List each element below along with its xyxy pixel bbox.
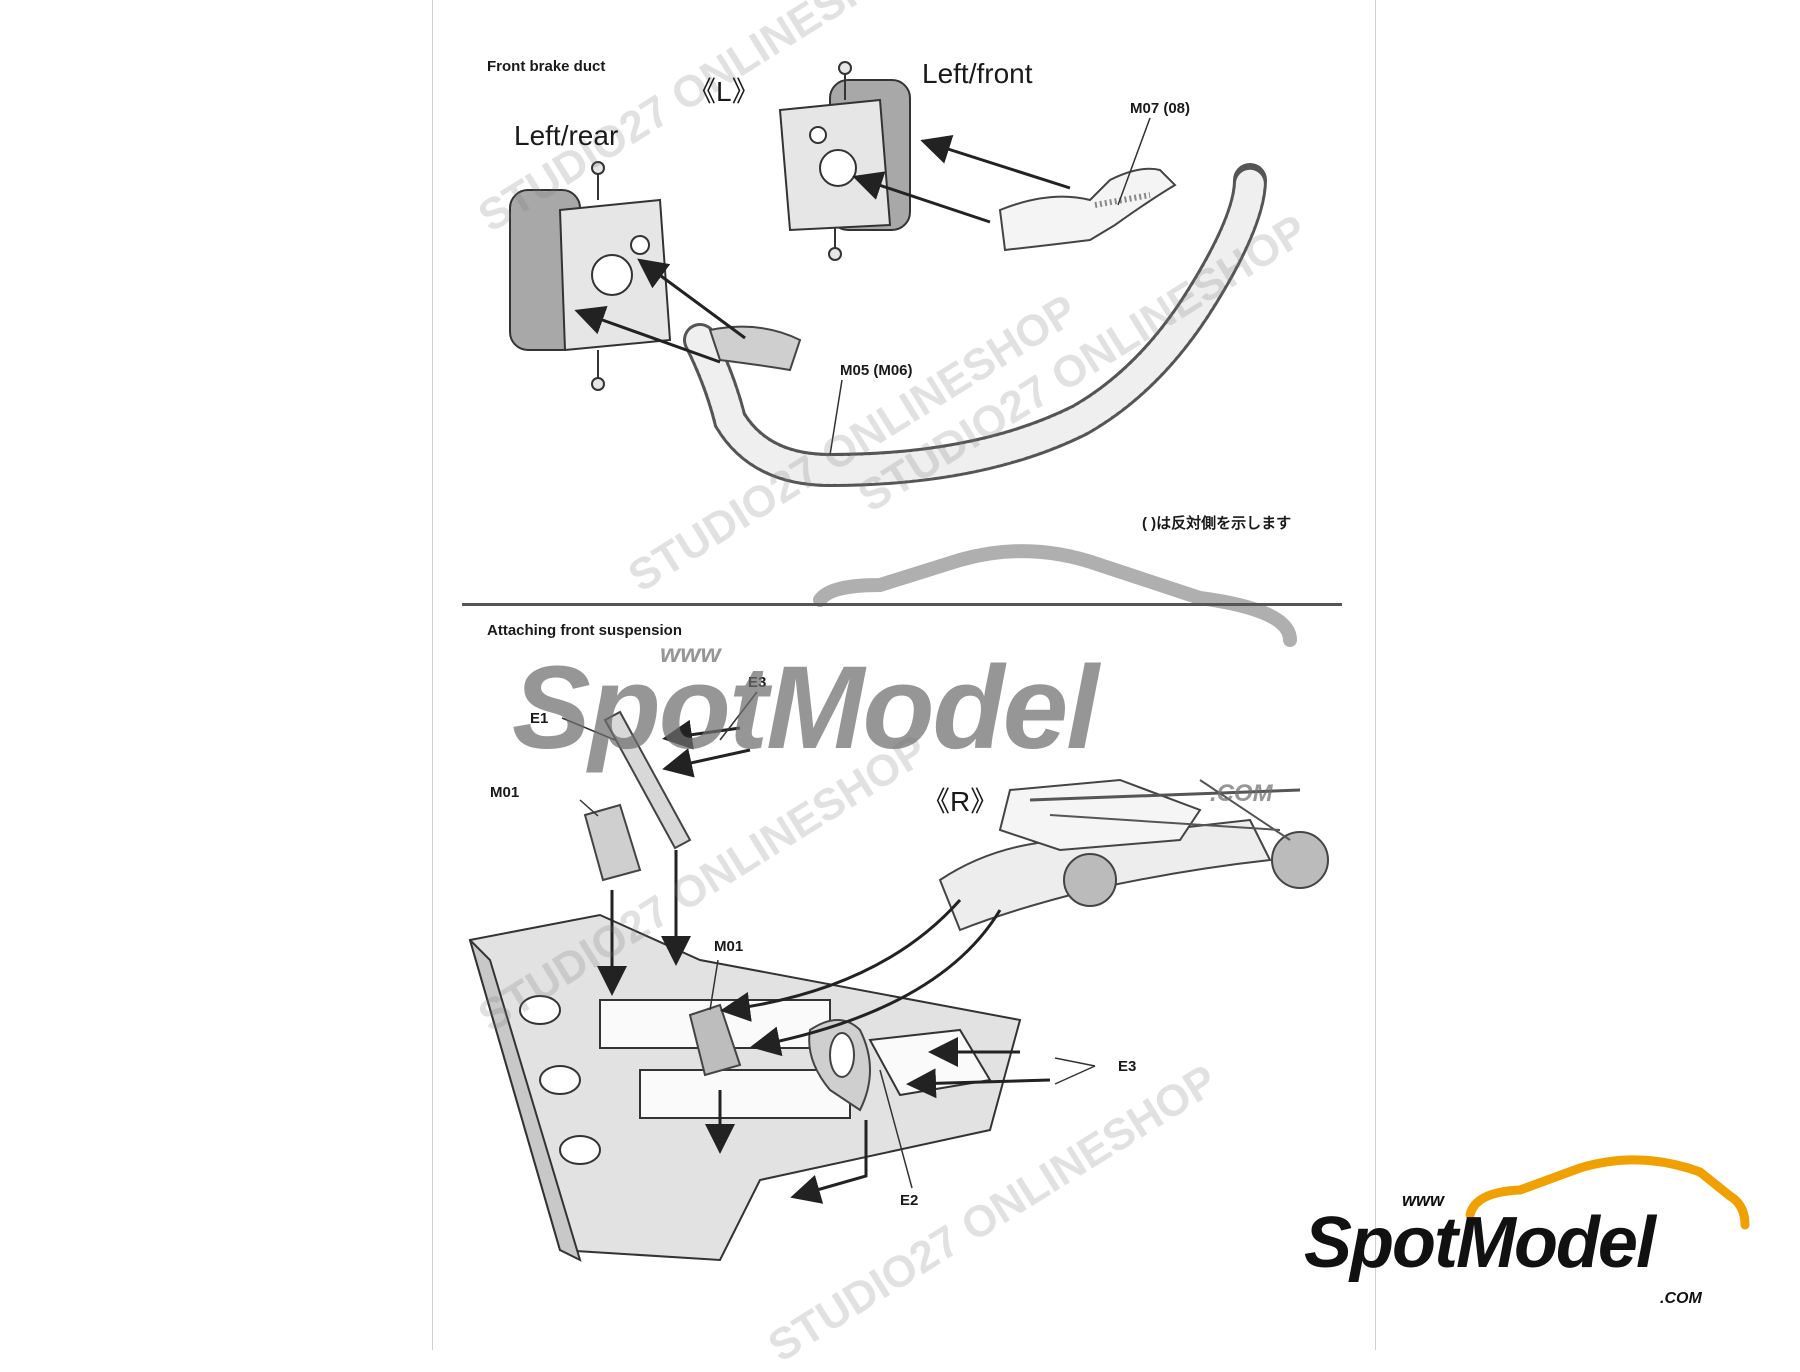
e2-bracket-part xyxy=(808,1019,871,1112)
part-label-e3-top: E3 xyxy=(748,674,767,691)
center-watermark-logo: SpotModel xyxy=(512,642,1099,774)
m07-duct-part xyxy=(998,167,1177,252)
left-front-upright-part xyxy=(778,61,911,261)
part-label-m07: M07 (08) xyxy=(1130,100,1191,117)
top-assembly-arrows xyxy=(574,135,1071,364)
part-label-m05: M05 (M06) xyxy=(840,362,913,379)
instruction-sheet xyxy=(432,0,1376,1350)
bottom-assembly-arrows xyxy=(597,719,1051,1204)
label-left-front: Left/front xyxy=(922,58,1033,89)
part-label-e1: E1 xyxy=(530,710,549,727)
car-outline-watermark xyxy=(813,544,1297,647)
part-label-e3-right: E3 xyxy=(1118,1058,1137,1075)
side-label-left: 《L》 xyxy=(688,76,760,107)
part-label-m01-top: M01 xyxy=(490,784,520,801)
center-watermark-com: .COM xyxy=(1210,780,1273,807)
e1-plate-part xyxy=(603,710,692,850)
m05-hose-part xyxy=(683,163,1267,488)
corner-logo: SpotModel xyxy=(1304,1203,1656,1283)
corner-logo-www: www xyxy=(1402,1190,1445,1210)
m01-block-top-part xyxy=(583,803,642,882)
front-suspension-assembly xyxy=(938,778,1329,932)
side-label-right: 《R》 xyxy=(922,786,999,817)
part-label-m01-mid: M01 xyxy=(714,938,744,955)
label-left-rear: Left/rear xyxy=(514,120,619,151)
bottom-leader-lines xyxy=(561,691,1096,1189)
section-title-brake-duct: Front brake duct xyxy=(487,58,606,75)
note-opposite-side: ( )は反対側を示します xyxy=(1142,515,1292,532)
corner-logo-com: .COM xyxy=(1660,1290,1702,1307)
part-label-e2: E2 xyxy=(900,1192,919,1209)
top-leader-lines xyxy=(829,117,1151,456)
front-chassis-floor-part xyxy=(468,913,1022,1262)
section-title-front-suspension: Attaching front suspension xyxy=(487,622,682,639)
section-divider xyxy=(462,603,1342,606)
car-outline-logo xyxy=(1465,1155,1750,1230)
center-watermark-www: www xyxy=(660,638,721,668)
